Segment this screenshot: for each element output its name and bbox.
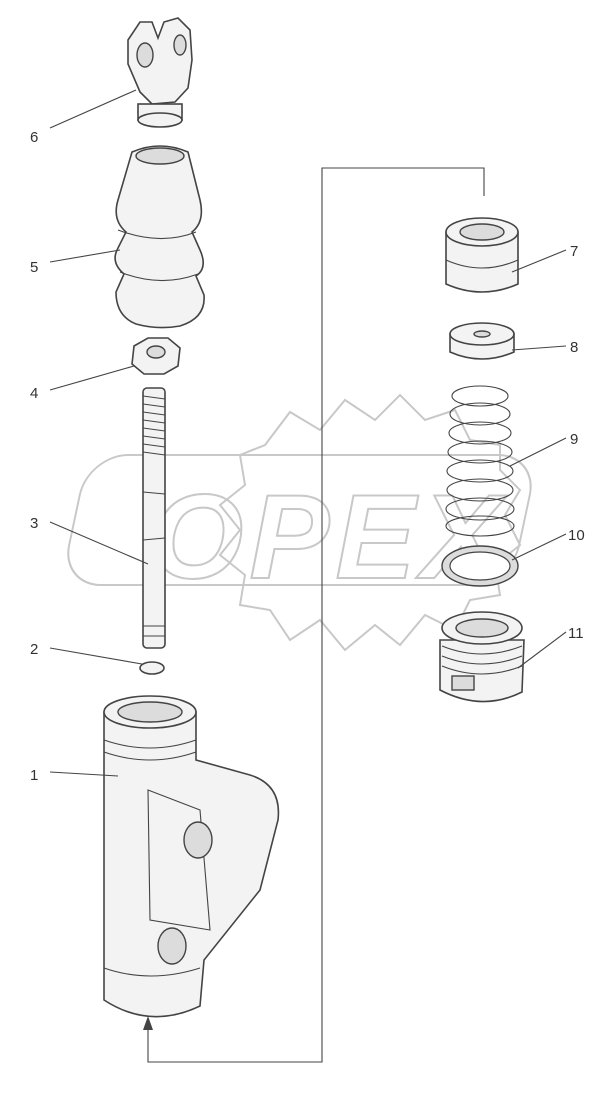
callout-1: 1 [30, 767, 38, 784]
watermark-gear [218, 393, 522, 652]
callout-6: 6 [30, 129, 38, 146]
route-arrow-icon [143, 1016, 153, 1030]
part-7-cap [445, 217, 519, 293]
callout-11: 11 [568, 625, 584, 642]
watermark: OPEX [67, 393, 532, 652]
callout-5: 5 [30, 259, 38, 276]
callout-10: 10 [568, 527, 585, 544]
part-1-cylinder-body [103, 695, 280, 1018]
part-10-gasket [441, 545, 519, 587]
callout-4: 4 [30, 385, 38, 402]
part-2-ring [139, 661, 165, 675]
part-9-spring [445, 385, 515, 537]
part-6-clevis [127, 17, 193, 128]
part-8-washer [449, 322, 515, 360]
callout-7: 7 [570, 243, 578, 260]
part-3-push-rod [142, 387, 166, 649]
part-4-nut [131, 337, 181, 375]
callout-labels: 6 5 4 3 2 1 7 8 9 10 11 [30, 129, 585, 784]
part-11-threaded-plug [439, 611, 525, 703]
callout-8: 8 [570, 339, 578, 356]
assembly-route-line [143, 167, 485, 1063]
watermark-text: OPEX [150, 470, 508, 604]
callout-3: 3 [30, 515, 38, 532]
callout-2: 2 [30, 641, 38, 658]
part-5-boot [114, 145, 205, 329]
leader-lines [49, 89, 567, 777]
callout-9: 9 [570, 431, 578, 448]
watermark-plate [67, 454, 532, 586]
